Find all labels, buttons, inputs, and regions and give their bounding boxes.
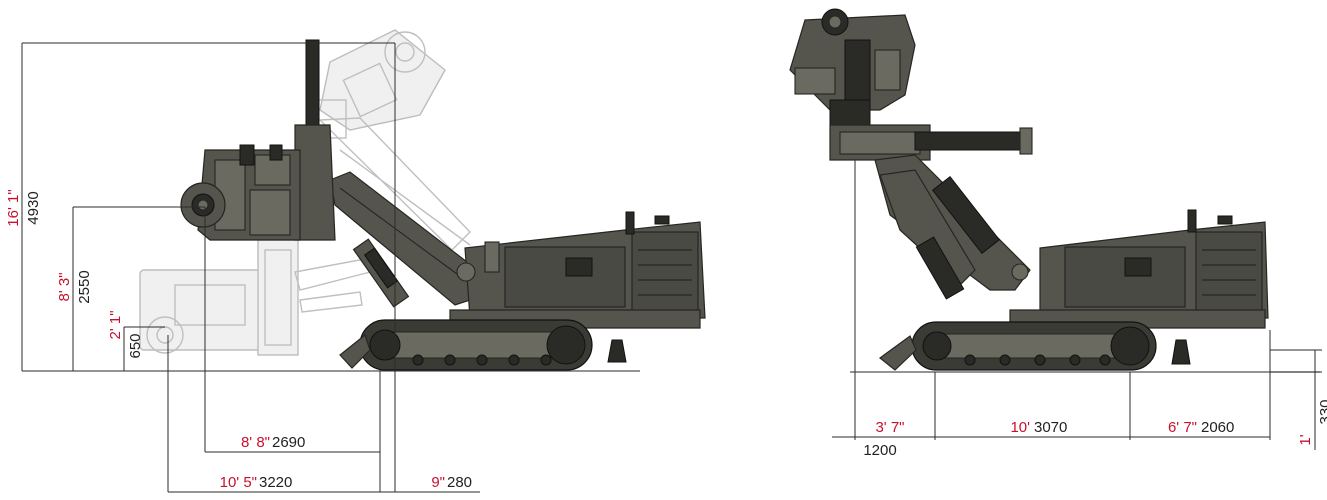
width-track-imperial: 10': [1010, 419, 1030, 436]
ghost-lowered-boom: [139, 239, 380, 356]
boom-extension: [914, 131, 1031, 151]
reach-max-metric: 3220: [259, 474, 292, 491]
stabilizer-jack-right: [1171, 339, 1191, 365]
crawler-track: [339, 319, 627, 371]
left-side-view: 16' 1" 4930 8' 3" 2550 2' 1" 650 8' 8" 2…: [5, 29, 706, 493]
front-blade-right: [879, 335, 917, 371]
height-total-imperial: 16' 1": [5, 189, 22, 226]
width-front-metric: 1200: [863, 442, 896, 459]
drill-head: [180, 39, 336, 241]
height-low-metric: 650: [127, 333, 144, 358]
boom-arm-right: [874, 154, 1031, 300]
drill-head-top: [789, 8, 1033, 161]
front-blade: [339, 333, 371, 369]
height-mid-imperial: 8' 3": [56, 272, 73, 301]
reach-offset-imperial: 9": [431, 474, 445, 491]
right-side-view: 3' 7" 1200 10' 3070 6' 7" 2060 1' 330: [789, 8, 1327, 459]
width-track-metric: 3070: [1034, 419, 1067, 436]
height-total-metric: 4930: [25, 191, 42, 224]
boom-arm: [329, 171, 481, 308]
carrier-body: [449, 211, 706, 329]
clearance-metric: 330: [1317, 399, 1327, 424]
width-rear-imperial: 6' 7": [1168, 419, 1197, 436]
clearance-imperial: 1': [1297, 434, 1314, 445]
stabilizer-jack: [607, 339, 627, 363]
reach-head-imperial: 8' 8": [241, 434, 270, 451]
width-rear-metric: 2060: [1201, 419, 1234, 436]
ghost-raised-boom: [317, 29, 471, 251]
height-low-imperial: 2' 1": [107, 310, 124, 339]
height-mid-metric: 2550: [76, 270, 93, 303]
reach-head-metric: 2690: [272, 434, 305, 451]
reach-max-imperial: 10' 5": [220, 474, 257, 491]
width-front-imperial: 3' 7": [875, 419, 904, 436]
reach-offset-metric: 280: [447, 474, 472, 491]
carrier-body-right: [1009, 209, 1269, 329]
side-panel: [504, 246, 626, 308]
crawler-track-right: [879, 321, 1191, 371]
